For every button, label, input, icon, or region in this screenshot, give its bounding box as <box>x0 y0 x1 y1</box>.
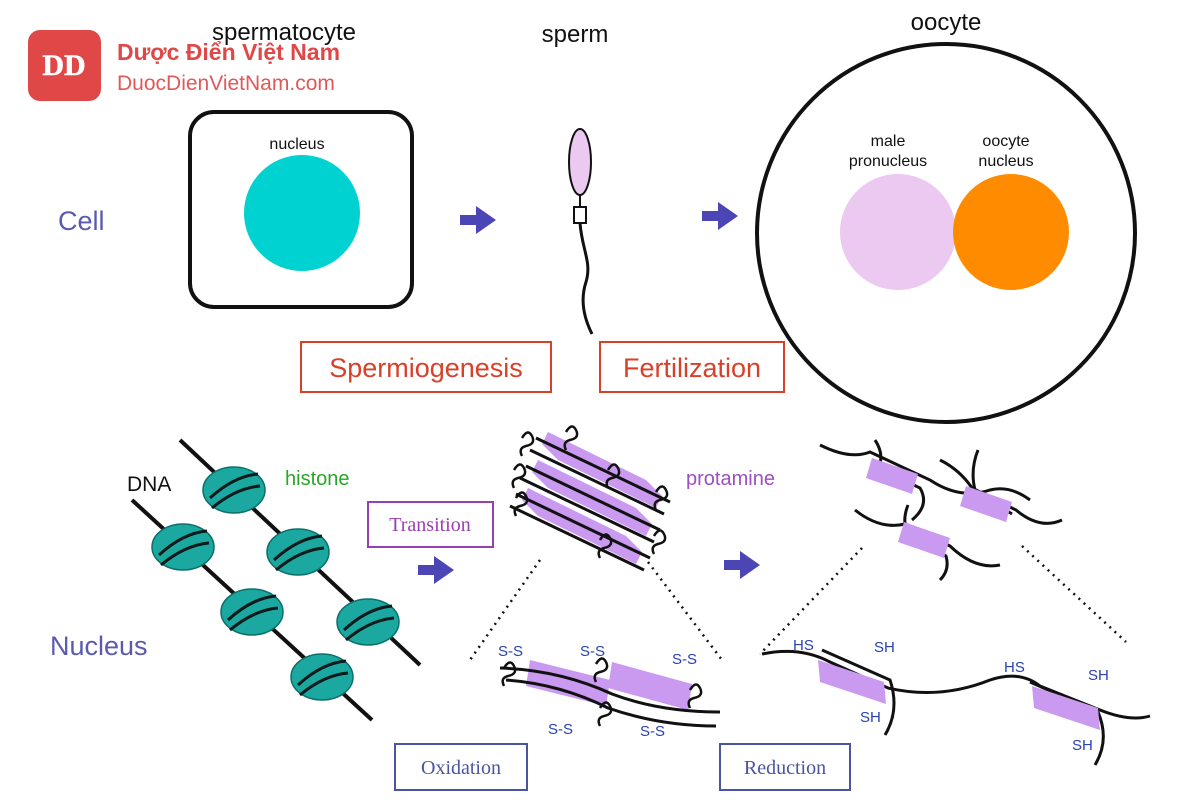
oocyte-title: oocyte <box>911 9 982 36</box>
dna-curl <box>687 683 703 710</box>
thiol-label: SH <box>1072 737 1093 754</box>
disulfide-label: S-S <box>498 643 523 660</box>
reduction-box: Reduction <box>719 743 851 791</box>
fertilization-box: Fertilization <box>599 341 785 393</box>
histone-bead <box>289 652 355 702</box>
sperm-midpiece <box>573 206 587 224</box>
thiol-label: HS <box>793 637 814 654</box>
spermatocyte: spermatocyte nucleus <box>188 19 414 309</box>
dna-curl <box>651 529 667 556</box>
disulfide-label: S-S <box>640 723 665 740</box>
disulfide-label: S-S <box>580 643 605 660</box>
protamine-segment <box>1032 686 1100 730</box>
dna-curl <box>519 431 535 458</box>
decondensed-chromatin <box>819 439 1063 582</box>
oocyte-nucleus-label-line1: oocyte <box>982 133 1029 150</box>
oxidation-box: Oxidation <box>394 743 528 791</box>
sperm: sperm <box>542 21 609 335</box>
disulfide-label: S-S <box>672 651 697 668</box>
protamine-toroids: protamine <box>508 425 775 572</box>
dna-fiber <box>499 666 721 714</box>
histone-bead <box>265 527 331 577</box>
histone-bead <box>201 465 267 515</box>
spermatocyte-nucleus <box>244 155 360 271</box>
logo-text: DD <box>42 49 85 82</box>
oxidized-protamine-detail: S-S S-S S-S S-S S-S <box>498 643 721 740</box>
sperm-tail <box>578 222 594 335</box>
dna-fiber <box>821 648 896 736</box>
nucleus-label: nucleus <box>269 136 324 153</box>
transition-label: Transition <box>389 514 471 536</box>
sperm-title: sperm <box>542 21 609 48</box>
nucleus-row-label: Nucleus <box>50 631 148 661</box>
spermiogenesis-box: Spermiogenesis <box>300 341 552 393</box>
thiol-label: SH <box>874 639 895 656</box>
watermark: DD Dược Điển Việt Nam DuocDienVietNam.co… <box>28 30 340 101</box>
oocyte: oocyte male pronucleus oocyte nucleus <box>755 9 1137 424</box>
oocyte-nucleus-label-line2: nucleus <box>978 153 1033 170</box>
disulfide-label: S-S <box>548 721 573 738</box>
dna-fiber <box>761 649 1151 720</box>
protamine-segment <box>898 522 950 558</box>
protamine-segment <box>526 660 610 706</box>
zoom-line <box>647 561 723 661</box>
male-pronucleus <box>840 174 956 290</box>
oocyte-nucleus <box>953 174 1069 290</box>
watermark-url: DuocDienVietNam.com <box>117 72 335 95</box>
zoom-line <box>1021 545 1127 643</box>
fertilization-label: Fertilization <box>623 353 761 383</box>
arrow-to-decondensed <box>724 551 760 579</box>
spermatocyte-title: spermatocyte <box>212 19 356 46</box>
dna-curl <box>511 463 527 490</box>
sperm-head <box>568 128 592 196</box>
histone-bead <box>219 587 285 637</box>
histone-chromatin: DNA histone <box>127 438 422 722</box>
histone-bead <box>150 522 216 572</box>
spermiogenesis-label: Spermiogenesis <box>329 353 523 383</box>
dna-label: DNA <box>127 473 171 496</box>
logo-badge <box>28 30 101 101</box>
oxidation-label: Oxidation <box>421 757 501 779</box>
arrow-to-protamine <box>418 556 454 584</box>
protamine-label: protamine <box>686 468 775 490</box>
male-pronucleus-label-line1: male <box>871 133 906 150</box>
protamine-segment <box>608 662 692 710</box>
cell-row-label: Cell <box>58 206 105 236</box>
protamine-segment <box>866 458 918 494</box>
thiol-label: SH <box>860 709 881 726</box>
arrow-to-sperm <box>460 206 496 234</box>
male-pronucleus-label-line2: pronucleus <box>849 153 927 170</box>
reduced-protamine-detail: HS SH SH HS SH SH <box>761 637 1151 766</box>
thiol-label: SH <box>1088 667 1109 684</box>
watermark-title: Dược Điển Việt Nam <box>117 39 340 65</box>
protamine-segment <box>818 660 886 704</box>
arrow-to-oocyte <box>702 202 738 230</box>
dna-curl <box>501 661 517 688</box>
protamine-segment <box>960 486 1012 522</box>
histone-label: histone <box>285 468 350 490</box>
histone-bead <box>335 597 401 647</box>
dna-fiber <box>505 678 717 728</box>
thiol-label: HS <box>1004 659 1025 676</box>
transition-box: Transition <box>367 501 494 548</box>
reduction-label: Reduction <box>744 757 826 779</box>
